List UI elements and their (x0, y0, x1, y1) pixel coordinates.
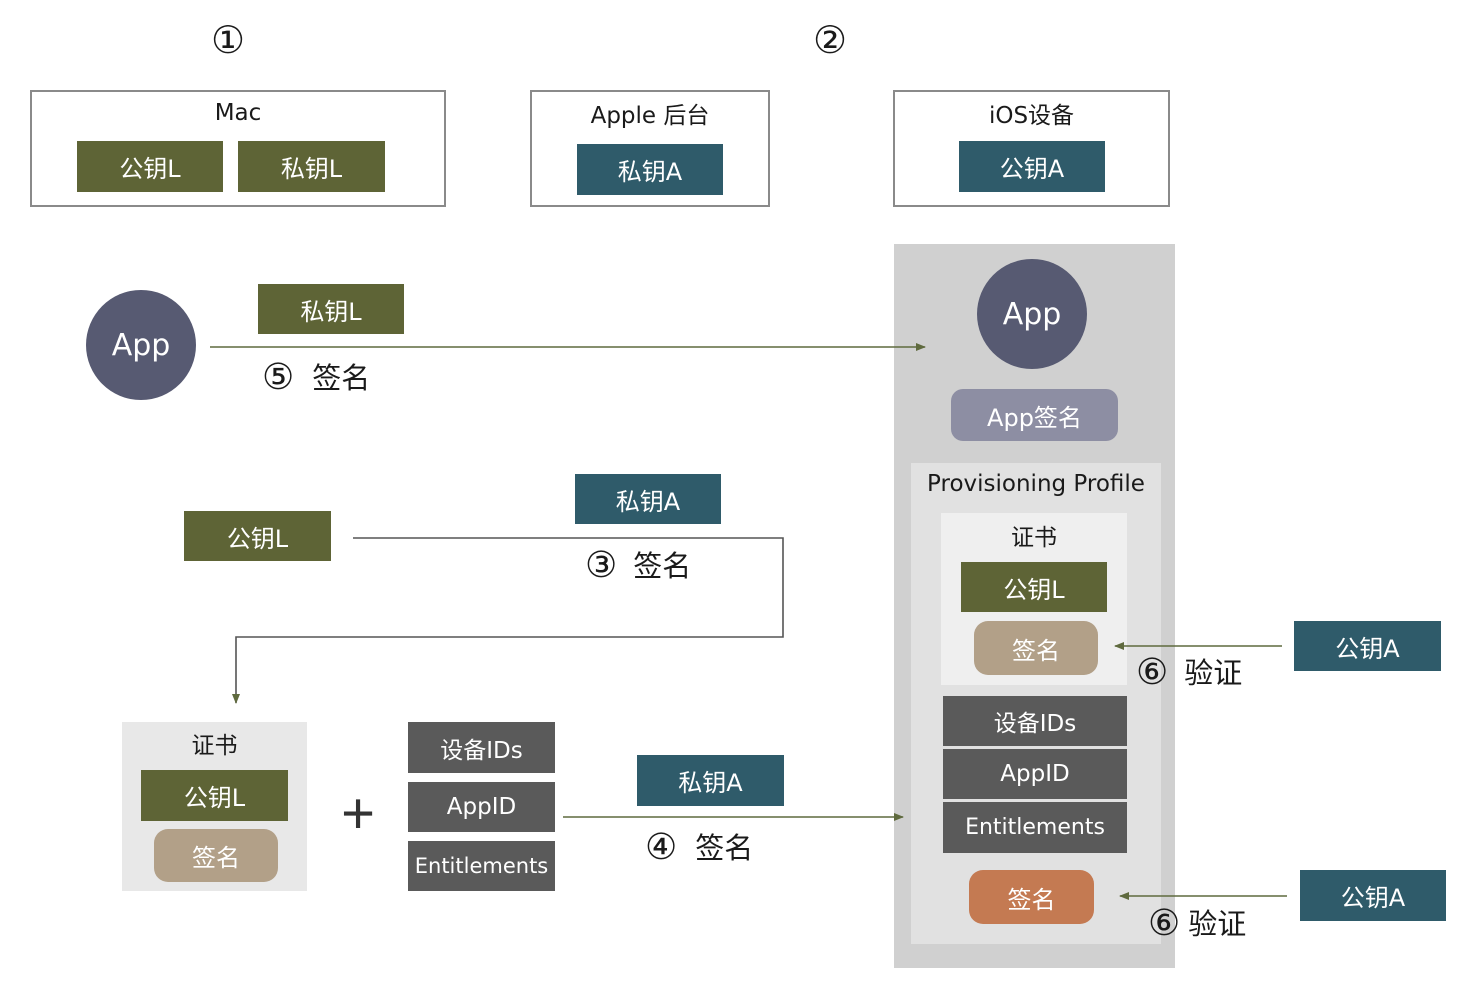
step-4-sign-label: ④ 签名 (645, 826, 753, 870)
local-certificate-panel: 证书 公钥L 签名 (122, 722, 307, 891)
step-6-text-1: 验证 (1184, 656, 1243, 690)
step-2-label: ② (812, 18, 848, 62)
apple-private-key-a: 私钥A (577, 144, 723, 195)
profile-item-app-id: AppID (408, 782, 555, 832)
device-certificate-title: 证书 (1011, 525, 1057, 551)
step-6-text-2: 验证 (1188, 907, 1247, 941)
step-4-number: ④ (645, 827, 678, 868)
step-1-label: ① (210, 18, 246, 62)
provisioning-profile-title: Provisioning Profile (927, 471, 1145, 497)
profile-item-entitlements: Entitlements (408, 841, 555, 891)
cert-flow-public-key-l: 公钥L (184, 511, 331, 561)
cert-sign-private-key-a: 私钥A (575, 474, 721, 524)
profile-signature: 签名 (969, 870, 1094, 924)
mac-private-key-l: 私钥L (238, 141, 385, 192)
app-signature: App签名 (951, 389, 1118, 441)
local-certificate-title: 证书 (191, 733, 238, 759)
ios-device-title: iOS设备 (988, 103, 1075, 129)
device-certificate-public-key-l: 公钥L (961, 562, 1107, 612)
local-certificate-signature: 签名 (154, 829, 278, 882)
apple-backend-box: Apple 后台 私钥A (530, 90, 770, 207)
step-6-verify-label-2: ⑥ 验证 (1148, 902, 1246, 946)
step-3-number: ③ (585, 545, 618, 586)
device-certificate-panel: 证书 公钥L 签名 (941, 513, 1127, 685)
verify-2-public-key-a: 公钥A (1300, 870, 1446, 921)
step-3-sign-label: ③ 签名 (585, 544, 691, 588)
step-5-sign-label: ⑤ 签名 (262, 356, 370, 400)
verify-1-public-key-a: 公钥A (1294, 621, 1441, 671)
plus-sign: + (341, 781, 375, 846)
ios-device-box: iOS设备 公钥A (893, 90, 1170, 207)
apple-backend-title: Apple 后台 (590, 103, 710, 129)
step-3-text: 签名 (633, 549, 692, 583)
device-profile-item-app-id: AppID (943, 749, 1127, 799)
provisioning-profile-panel: Provisioning Profile 证书 公钥L 签名 设备IDs App… (911, 463, 1161, 944)
step-6-number-1: ⑥ (1136, 652, 1169, 693)
step-4-text: 签名 (695, 831, 754, 865)
mac-public-key-l: 公钥L (77, 141, 223, 192)
step-6-verify-label-1: ⑥ 验证 (1136, 651, 1242, 695)
device-panel: App App签名 Provisioning Profile 证书 公钥L 签名… (894, 244, 1175, 968)
app-circle-device: App (977, 259, 1087, 369)
local-certificate-public-key-l: 公钥L (141, 770, 288, 821)
app-circle-left: App (86, 290, 196, 400)
step-6-number-2: ⑥ (1148, 903, 1181, 944)
app-sign-private-key-l: 私钥L (258, 284, 404, 334)
device-certificate-signature: 签名 (974, 621, 1098, 675)
device-profile-item-device-ids: 设备IDs (943, 696, 1127, 746)
cert-flow-arrow (232, 537, 784, 704)
mac-box: Mac 公钥L 私钥L (30, 90, 446, 207)
mac-title: Mac (214, 100, 262, 126)
step-5-text: 签名 (312, 361, 371, 395)
ios-public-key-a: 公钥A (959, 141, 1105, 192)
device-profile-item-entitlements: Entitlements (943, 802, 1127, 853)
profile-sign-private-key-a: 私钥A (637, 755, 784, 806)
step-5-number: ⑤ (262, 357, 295, 398)
profile-item-device-ids: 设备IDs (408, 722, 555, 773)
